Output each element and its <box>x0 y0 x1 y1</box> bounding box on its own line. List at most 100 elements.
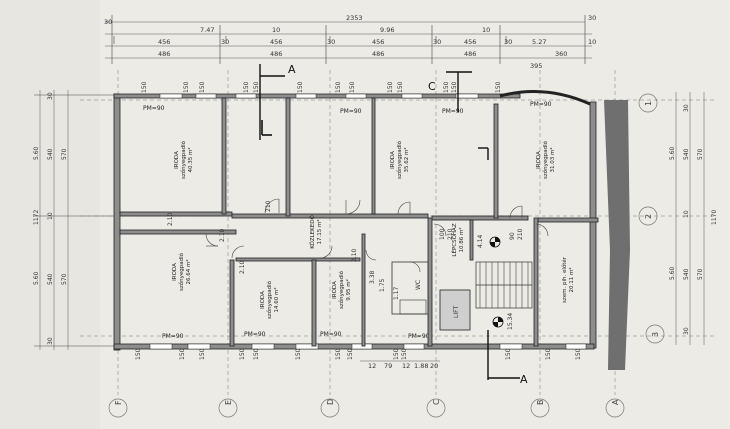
svg-text:9.96: 9.96 <box>380 26 394 34</box>
svg-text:540: 540 <box>683 268 690 280</box>
room-label-4: IRODA szőnyegpadló 26.64 m² <box>172 252 192 291</box>
svg-text:30: 30 <box>47 337 54 345</box>
svg-text:150: 150 <box>393 348 400 360</box>
svg-text:5.60: 5.60 <box>33 271 40 285</box>
svg-text:486: 486 <box>270 50 282 58</box>
svg-text:PM=90: PM=90 <box>442 108 464 115</box>
svg-text:LÉPCSŐHÁZ: LÉPCSŐHÁZ <box>450 223 458 256</box>
svg-text:150: 150 <box>347 348 354 360</box>
svg-text:210: 210 <box>517 228 524 240</box>
svg-text:PM=90: PM=90 <box>320 331 342 338</box>
bottom-dimension-chain: 12 79 12 1.88 20 <box>360 360 440 370</box>
svg-text:2: 2 <box>644 214 653 219</box>
svg-text:150: 150 <box>451 81 458 93</box>
svg-text:B: B <box>536 400 545 406</box>
svg-text:79: 79 <box>384 362 392 370</box>
svg-text:150: 150 <box>243 81 250 93</box>
svg-text:570: 570 <box>697 268 704 280</box>
svg-text:C: C <box>428 80 436 93</box>
svg-text:1172: 1172 <box>33 210 40 225</box>
svg-text:1: 1 <box>644 101 653 106</box>
svg-text:30: 30 <box>683 104 690 112</box>
svg-text:10: 10 <box>683 210 690 218</box>
svg-text:10: 10 <box>588 38 596 46</box>
pm-labels: PM=90 PM=90 PM=90 PM=90 PM=90 PM=90 PM=9… <box>143 101 552 340</box>
svg-text:A: A <box>288 63 296 76</box>
svg-text:150: 150 <box>575 348 582 360</box>
svg-text:10.86 m²: 10.86 m² <box>458 227 465 252</box>
svg-text:30: 30 <box>588 14 596 22</box>
svg-text:35.62 m²: 35.62 m² <box>403 147 410 172</box>
svg-text:5.60: 5.60 <box>33 146 40 160</box>
svg-text:40.35 m²: 40.35 m² <box>187 147 194 172</box>
svg-text:570: 570 <box>61 273 68 285</box>
svg-text:150: 150 <box>141 81 148 93</box>
svg-text:IRODA: IRODA <box>536 151 542 169</box>
svg-text:30: 30 <box>221 38 229 46</box>
svg-text:7.47: 7.47 <box>200 26 214 34</box>
section-cuts: A C A <box>259 63 528 386</box>
right-dimension-chain: 30 5.60 540 570 1170 10 5.60 540 570 30 <box>669 92 718 345</box>
svg-text:150: 150 <box>253 348 260 360</box>
svg-text:150: 150 <box>297 81 304 93</box>
svg-text:PM=90: PM=90 <box>244 331 266 338</box>
svg-text:10: 10 <box>482 26 490 34</box>
svg-text:F: F <box>114 400 123 405</box>
svg-text:2.10: 2.10 <box>167 212 174 226</box>
svg-text:szem. pih. előtér: szem. pih. előtér <box>561 256 568 303</box>
svg-text:17.15 m²: 17.15 m² <box>316 219 323 244</box>
svg-text:5.60: 5.60 <box>669 266 676 280</box>
room-label-lobby: szem. pih. előtér 20.11 m² <box>561 256 575 303</box>
svg-text:456: 456 <box>270 38 282 46</box>
svg-text:2.10: 2.10 <box>239 260 246 274</box>
svg-text:LIFT: LIFT <box>453 306 460 318</box>
svg-text:150: 150 <box>135 348 142 360</box>
svg-text:4.14: 4.14 <box>477 234 484 248</box>
svg-text:PM=90: PM=90 <box>530 101 552 108</box>
svg-text:150: 150 <box>505 348 512 360</box>
svg-text:IRODA: IRODA <box>174 151 180 169</box>
svg-text:C: C <box>432 399 441 405</box>
svg-text:456: 456 <box>372 38 384 46</box>
interior-walls <box>119 97 599 347</box>
svg-text:150: 150 <box>295 348 302 360</box>
svg-text:10: 10 <box>47 212 54 220</box>
svg-text:15.34: 15.34 <box>507 313 514 330</box>
svg-text:1.17: 1.17 <box>393 286 400 300</box>
svg-text:PM=90: PM=90 <box>162 333 184 340</box>
svg-text:486: 486 <box>464 50 476 58</box>
svg-text:10: 10 <box>272 26 280 34</box>
svg-text:486: 486 <box>372 50 384 58</box>
svg-text:30: 30 <box>104 18 112 26</box>
room-label-6: IRODA szőnyegpadló 9.95 m² <box>332 270 352 309</box>
exterior-hatch-band <box>604 100 630 370</box>
top-dimension-chain: 30 7.47 2353 30 10 9.96 10 5.27 10 456 3… <box>104 14 596 70</box>
svg-text:PM=90: PM=90 <box>340 108 362 115</box>
svg-text:20.11 m²: 20.11 m² <box>568 267 575 292</box>
svg-text:szőnyegpadló: szőnyegpadló <box>178 252 185 291</box>
svg-text:360: 360 <box>555 50 567 58</box>
svg-text:150: 150 <box>495 81 502 93</box>
window-dimension-labels: 150 150 150 150 150 150 150 150 150 150 … <box>135 81 582 360</box>
svg-text:486: 486 <box>158 50 170 58</box>
svg-text:IRODA: IRODA <box>172 263 178 281</box>
svg-text:30: 30 <box>683 327 690 335</box>
staircase <box>475 261 533 309</box>
room-label-staircase: LÉPCSŐHÁZ 10.86 m² <box>450 223 465 256</box>
svg-text:150: 150 <box>397 81 404 93</box>
room-label-5: IRODA szőnyegpadló 14.60 m² <box>260 280 280 319</box>
svg-text:570: 570 <box>61 148 68 160</box>
svg-text:KÖZLEKEDŐ: KÖZLEKEDŐ <box>309 215 316 249</box>
svg-text:395: 395 <box>530 62 542 70</box>
svg-text:540: 540 <box>47 273 54 285</box>
svg-text:210: 210 <box>447 228 454 240</box>
room-label-3: IRODA szőnyegpadló 31.03 m² <box>536 140 556 179</box>
svg-text:5.60: 5.60 <box>669 146 676 160</box>
svg-text:WC: WC <box>415 280 422 290</box>
svg-text:90: 90 <box>509 232 516 240</box>
svg-text:456: 456 <box>464 38 476 46</box>
svg-text:570: 570 <box>697 148 704 160</box>
svg-text:szőnyegpadló: szőnyegpadló <box>180 140 187 179</box>
svg-text:2.10: 2.10 <box>351 248 358 262</box>
